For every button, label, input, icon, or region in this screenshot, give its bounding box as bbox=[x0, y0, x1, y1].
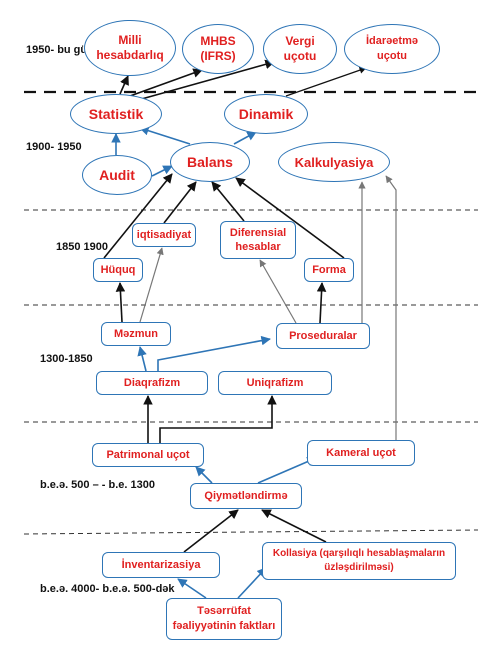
arrow-statistik-to-mhbs bbox=[129, 68, 203, 97]
period-label-4000bc: b.e.ə. 4000- b.e.ə. 500-dək bbox=[40, 583, 175, 595]
node-diferensial-hesablar: Diferensial hesablar bbox=[220, 221, 296, 259]
arrow-qiymetlendirme-to-kameral bbox=[257, 457, 317, 484]
arrow-kollasiya-to-qiymetlendirme bbox=[261, 509, 327, 543]
arrow-statistik-to-vergi bbox=[137, 59, 275, 101]
node-qiymetlendirme: Qiymətləndirmə bbox=[190, 483, 302, 509]
node-diaqrafizm: Diaqrafizm bbox=[96, 371, 208, 395]
node-kalkulyasiya: Kalkulyasiya bbox=[278, 142, 390, 182]
arrow-dinamik-to-idareetme bbox=[285, 66, 367, 97]
node-inventarizasiya: İnventarizasiya bbox=[102, 552, 220, 578]
period-label-1900: 1900- 1950 bbox=[26, 141, 82, 153]
node-audit: Audit bbox=[82, 155, 152, 195]
arrow-balans-to-statistik bbox=[139, 126, 191, 145]
node-vergi-ucotu: Vergi uçotu bbox=[263, 24, 337, 74]
node-proseduralar: Proseduralar bbox=[276, 323, 370, 349]
node-balans: Balans bbox=[170, 142, 250, 182]
arrow-mezmun-to-iqtisadiyat bbox=[139, 247, 164, 323]
node-kameral-ucot: Kameral uçot bbox=[307, 440, 415, 466]
era-divider-500 bbox=[23, 529, 479, 535]
node-teserrufat-faktlari: Təsərrüfat fəaliyyətinin faktları bbox=[166, 598, 282, 640]
arrow-kameral-to-kalkulyasiya bbox=[385, 175, 397, 440]
arrow-diaqrafizm-to-proseduralar bbox=[157, 335, 271, 371]
period-label-500bc: b.e.ə. 500 – - b.e. 1300 bbox=[40, 479, 155, 491]
arrow-balans-to-dinamik bbox=[233, 131, 257, 145]
arrow-proseduralar-to-diferensial bbox=[259, 259, 297, 324]
node-mezmun: Məzmun bbox=[101, 322, 171, 346]
arrow-faktlar-to-kollasiya bbox=[237, 567, 267, 599]
arrow-qiymetlendirme-to-patrimonal bbox=[195, 466, 213, 484]
arrow-diaqrafizm-to-mezmun bbox=[137, 346, 147, 372]
arrow-diferensial-to-balans bbox=[211, 181, 245, 222]
node-milli-hesabdarliq: Milli hesabdarlıq bbox=[84, 20, 176, 76]
node-idareetme-ucotu: İdarəetmə uçotu bbox=[344, 24, 440, 74]
arrow-inventarizasiya-to-qiymetlendirme bbox=[183, 509, 239, 553]
arrow-forma-to-balans bbox=[235, 177, 345, 259]
arrow-huquq-to-balans bbox=[103, 173, 173, 259]
arrow-proseduralar-to-forma bbox=[316, 282, 327, 324]
arrow-patrimonal-to-uniqrafizm bbox=[159, 395, 277, 443]
node-dinamik: Dinamik bbox=[224, 94, 308, 134]
arrow-iqtisadiyat-to-balans bbox=[163, 181, 197, 224]
arrow-audit-to-balans bbox=[151, 165, 173, 177]
node-forma: Forma bbox=[304, 258, 354, 282]
node-kollasiya: Kollasiya (qarşılıqlı hesablaşmaların üz… bbox=[262, 542, 456, 580]
period-label-1850: 1850 1900 bbox=[56, 241, 108, 253]
node-mhbs-ifrs: MHBS (IFRS) bbox=[182, 24, 254, 74]
node-patrimonal-ucot: Patrimonal uçot bbox=[92, 443, 204, 467]
arrow-mezmun-to-huquq bbox=[115, 282, 126, 323]
period-label-1300: 1300-1850 bbox=[40, 353, 93, 365]
node-uniqrafizm: Uniqrafizm bbox=[218, 371, 332, 395]
arrow-faktlar-to-inventarizasiya bbox=[177, 578, 207, 599]
arrow-statistik-to-milli bbox=[119, 75, 129, 95]
node-iqtisadiyat: iqtisadiyat bbox=[132, 223, 196, 247]
node-statistik: Statistik bbox=[70, 94, 162, 134]
node-huquq: Hüquq bbox=[93, 258, 143, 282]
